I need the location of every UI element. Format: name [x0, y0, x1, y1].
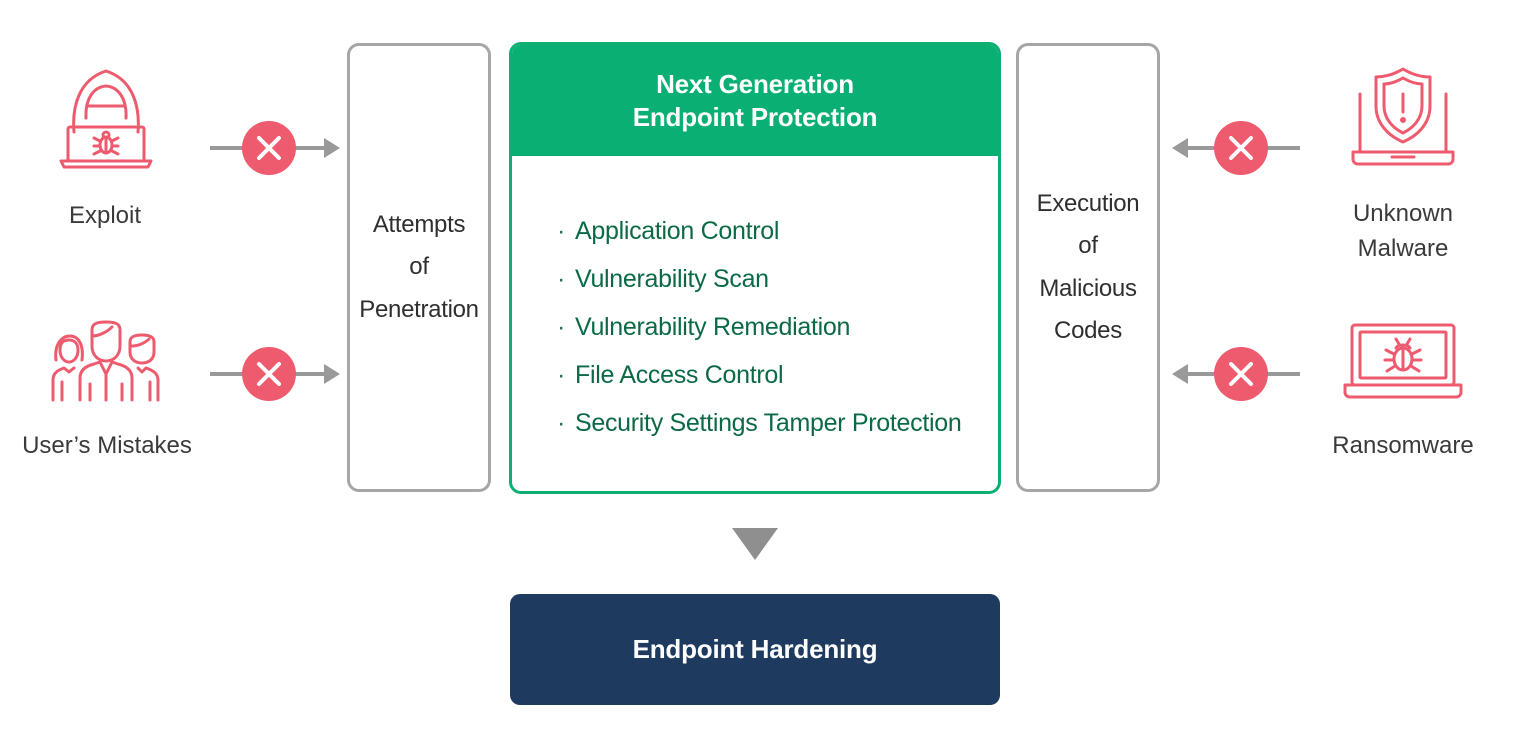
- ngep-box: Next Generation Endpoint Protection ·App…: [509, 42, 1001, 494]
- feature-item-application-control: ·Application Control: [557, 217, 780, 245]
- ngep-title: Next Generation Endpoint Protection: [632, 68, 878, 132]
- execution-of-malicious-codes-box: Execution of Malicious Codes: [1016, 43, 1160, 492]
- endpoint-hardening-label: Endpoint Hardening: [632, 634, 878, 664]
- threat-label-ransomware: Ransomware: [1332, 432, 1474, 459]
- down-arrow-icon: [732, 528, 778, 560]
- ngep-header: Next Generation Endpoint Protection: [512, 45, 998, 156]
- feature-item-vulnerability-remediation: ·Vulnerability Remediation: [557, 313, 851, 341]
- blocked-arrow-users-mistakes: [208, 346, 348, 402]
- endpoint-hardening-box: Endpoint Hardening: [510, 594, 1000, 705]
- feature-item-file-access-control: ·File Access Control: [557, 361, 784, 389]
- feature-item-tamper-protection: ·Security Settings Tamper Protection: [557, 409, 962, 437]
- feature-list: ·Application Control ·Vulnerability Scan…: [557, 207, 962, 447]
- attempts-of-penetration-label: Attempts of Penetration: [359, 210, 479, 323]
- feature-item-vulnerability-scan: ·Vulnerability Scan: [557, 265, 769, 293]
- users-group-icon: [50, 320, 162, 402]
- shield-alert-laptop-icon: [1350, 66, 1456, 168]
- blocked-arrow-exploit: [208, 120, 348, 176]
- bug-laptop-icon: [1342, 322, 1464, 400]
- execution-of-malicious-codes-label: Execution of Malicious Codes: [1036, 189, 1140, 345]
- hacker-laptop-icon: [58, 68, 154, 170]
- attempts-of-penetration-box: Attempts of Penetration: [347, 43, 491, 492]
- threat-label-exploit: Exploit: [68, 202, 142, 229]
- threat-label-unknown-malware: Unknown Malware: [1352, 200, 1454, 262]
- blocked-arrow-ransomware: [1166, 346, 1306, 402]
- threat-label-users-mistakes: User’s Mistakes: [22, 432, 192, 459]
- blocked-arrow-unknown-malware: [1166, 120, 1306, 176]
